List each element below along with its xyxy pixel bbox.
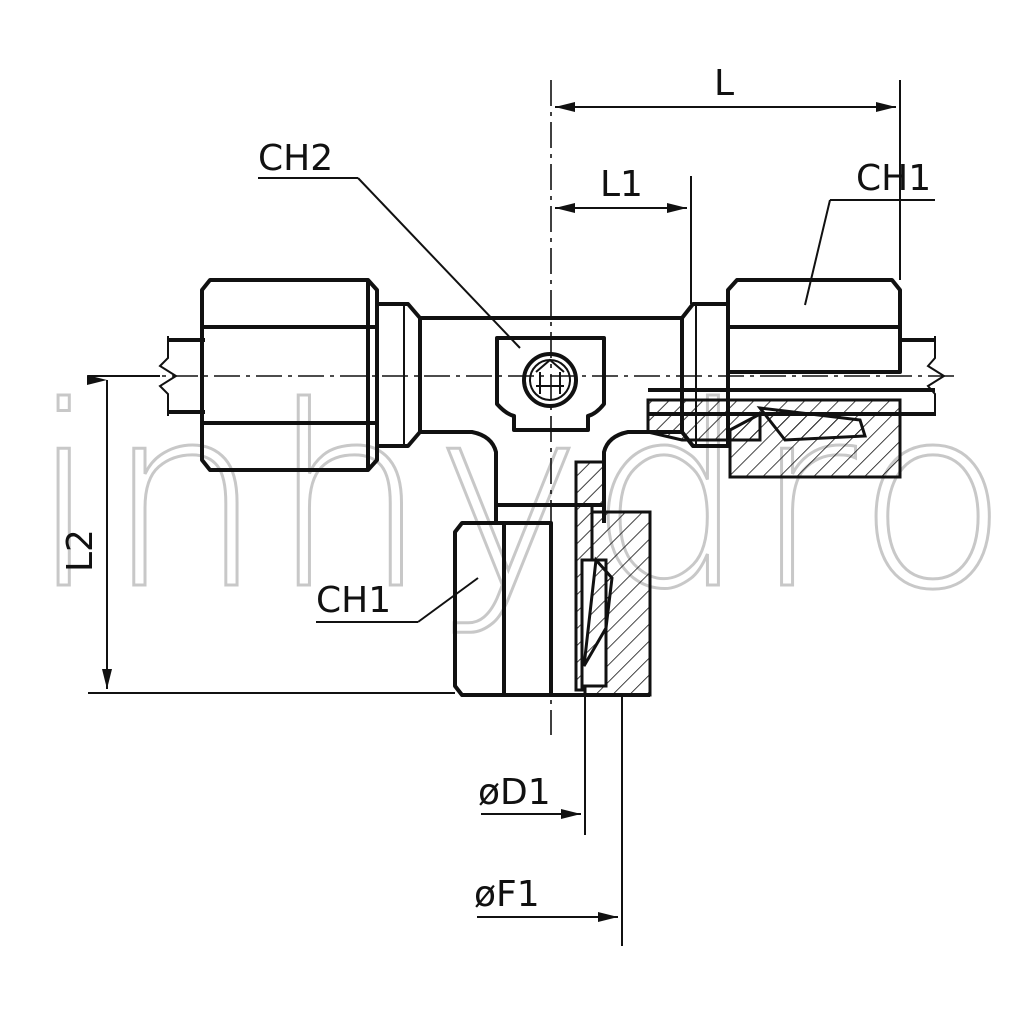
leader-CH1-right: [804, 199, 935, 306]
label-CH1-bottom: CH1: [316, 580, 391, 621]
label-L: L: [714, 63, 734, 104]
dimension-L2: [87, 375, 455, 694]
label-CH2: CH2: [258, 138, 333, 179]
label-L1: L1: [600, 164, 643, 205]
dimension-L1: [555, 176, 692, 304]
label-CH1-right: CH1: [856, 158, 931, 199]
leader-CH1-bottom: [316, 577, 479, 623]
bottom-fitting: [453, 460, 652, 697]
dimension-F1: [477, 695, 623, 946]
leader-CH2: [258, 177, 521, 349]
left-nut: [200, 278, 422, 472]
dimension-L: [555, 80, 901, 280]
label-L2: L2: [60, 529, 101, 572]
dimension-D1: [481, 695, 586, 835]
label-F1: øF1: [474, 874, 540, 915]
watermark-text: inhydro: [30, 353, 1015, 644]
label-D1: øD1: [478, 772, 551, 813]
right-fitting: [646, 278, 946, 479]
left-tube: [158, 336, 205, 416]
